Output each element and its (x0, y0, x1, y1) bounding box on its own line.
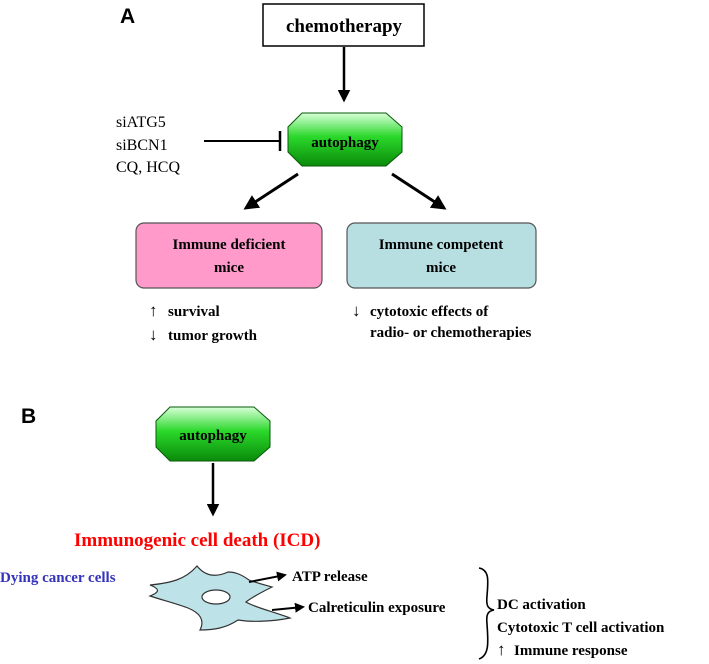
tumor-growth-down-arrow: ↓ (149, 325, 158, 344)
dying-cancer-cells-label: Dying cancer cells (0, 570, 116, 586)
immune-competent-line2: mice (426, 260, 456, 276)
immune-response-up-arrow: ↑ (497, 640, 506, 659)
inhibitor-sibcn1: siBCN1 (116, 137, 168, 154)
calreticulin-label: Calreticulin exposure (308, 600, 446, 616)
cytotoxic-line1: cytotoxic effects of (370, 304, 489, 320)
immune-competent-line1: Immune competent (379, 237, 504, 253)
arrow-to-immune-competent (391, 172, 447, 210)
icd-title: Immunogenic cell death (ICD) (74, 530, 320, 551)
autophagy-octagon-b (155, 406, 271, 462)
atp-release-label: ATP release (292, 569, 368, 585)
cell-nucleus (201, 589, 231, 605)
survival-text: survival (168, 304, 220, 320)
autophagy-octagon-a (287, 112, 403, 167)
arrow-to-immune-deficient (243, 172, 299, 210)
immune-competent-box (346, 222, 537, 289)
immune-response-label: Immune response (514, 643, 628, 659)
panel-b-label: B (21, 405, 36, 428)
cytotoxic-down-arrow: ↓ (352, 301, 361, 320)
arrow-to-calreticulin (271, 602, 305, 613)
dc-activation-label: DC activation (497, 597, 586, 613)
inhibitor-siatg5: siATG5 (116, 114, 166, 131)
inhibitor-cq-hcq: CQ, HCQ (116, 159, 180, 176)
panel-a-label: A (120, 5, 135, 28)
immune-deficient-box (135, 222, 323, 289)
cytotoxic-line2: radio- or chemotherapies (370, 325, 532, 341)
t-cell-activation-label: Cytotoxic T cell activation (497, 620, 665, 636)
survival-up-arrow: ↑ (149, 301, 158, 320)
arrow-to-atp (248, 571, 287, 583)
right-brace (478, 567, 495, 660)
autophagy-label-b: autophagy (179, 428, 247, 444)
tumor-growth-text: tumor growth (168, 328, 258, 344)
autophagy-label-a: autophagy (311, 135, 379, 151)
chemotherapy-label: chemotherapy (286, 16, 403, 37)
chemotherapy-box (262, 3, 425, 47)
immune-deficient-line1: Immune deficient (173, 237, 286, 253)
immune-deficient-line2: mice (214, 260, 244, 276)
